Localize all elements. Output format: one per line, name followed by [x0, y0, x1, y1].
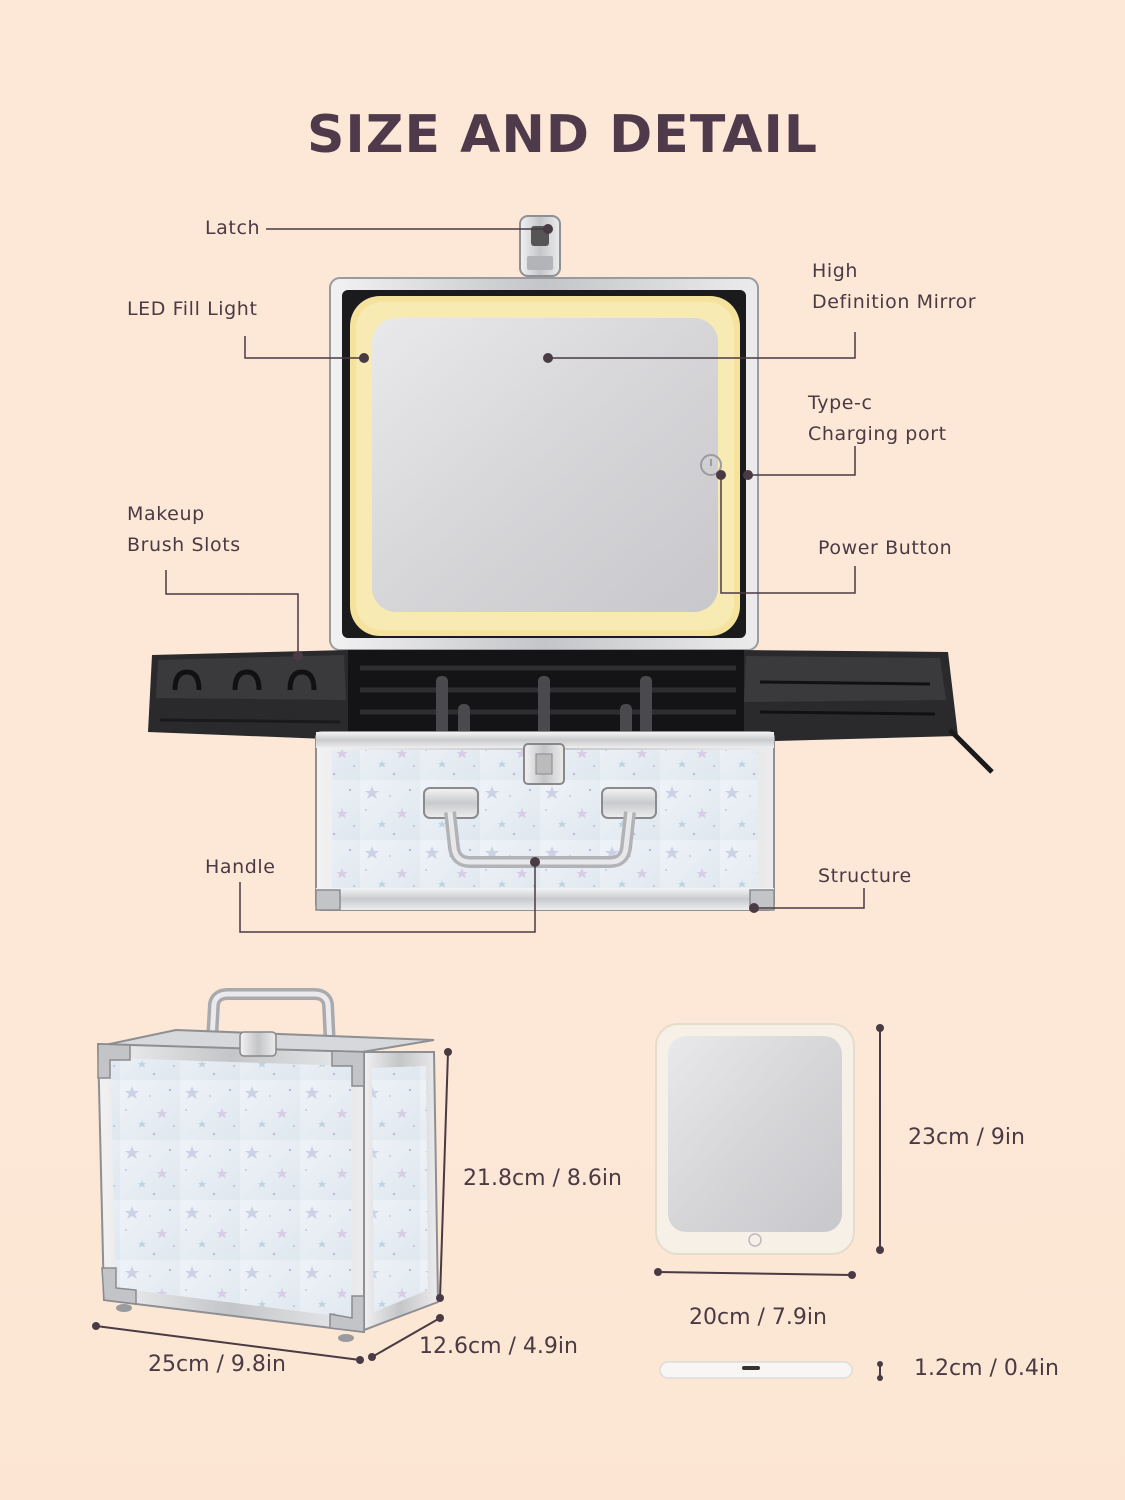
- brush-slots-label-line2: Brush Slots: [127, 534, 241, 556]
- mirror-width-label: 20cm / 7.9in: [689, 1305, 827, 1330]
- power-button-icon: [700, 454, 722, 476]
- page-title: SIZE AND DETAIL: [306, 105, 818, 165]
- typec-label-line2: Charging port: [808, 423, 947, 445]
- leader-dots: [293, 224, 759, 913]
- led-fill-light-label: LED Fill Light: [127, 298, 258, 320]
- hd-mirror-label-line1: High: [812, 260, 859, 282]
- handle-label: Handle: [205, 856, 276, 878]
- latch-label: Latch: [205, 217, 261, 239]
- mirror-thickness-label: 1.2cm / 0.4in: [914, 1356, 1059, 1381]
- leader-lines: [165, 228, 865, 933]
- case-height-label: 21.8cm / 8.6in: [463, 1166, 622, 1191]
- mirror-height-label: 23cm / 9in: [908, 1125, 1025, 1150]
- right-brush-tray: [740, 650, 994, 774]
- brush-slots-label-line1: Makeup: [127, 503, 205, 525]
- case-dimension-lines: [95, 1051, 449, 1361]
- closed-case: [96, 988, 440, 1342]
- case-width-label: 25cm / 9.8in: [148, 1352, 286, 1377]
- hd-mirror-label-line2: Definition Mirror: [812, 291, 977, 313]
- case-depth-label: 12.6cm / 4.9in: [419, 1334, 578, 1359]
- power-button-label: Power Button: [818, 537, 953, 559]
- typec-label-line1: Type-c: [808, 392, 873, 414]
- structure-label: Structure: [818, 865, 912, 887]
- latch-part: [519, 215, 561, 277]
- detached-mirror: [655, 1023, 855, 1255]
- mirror-power-icon: [748, 1233, 762, 1247]
- mirror-surface: [372, 318, 718, 612]
- mirror-profile: [659, 1361, 853, 1379]
- left-brush-tray: [148, 650, 352, 740]
